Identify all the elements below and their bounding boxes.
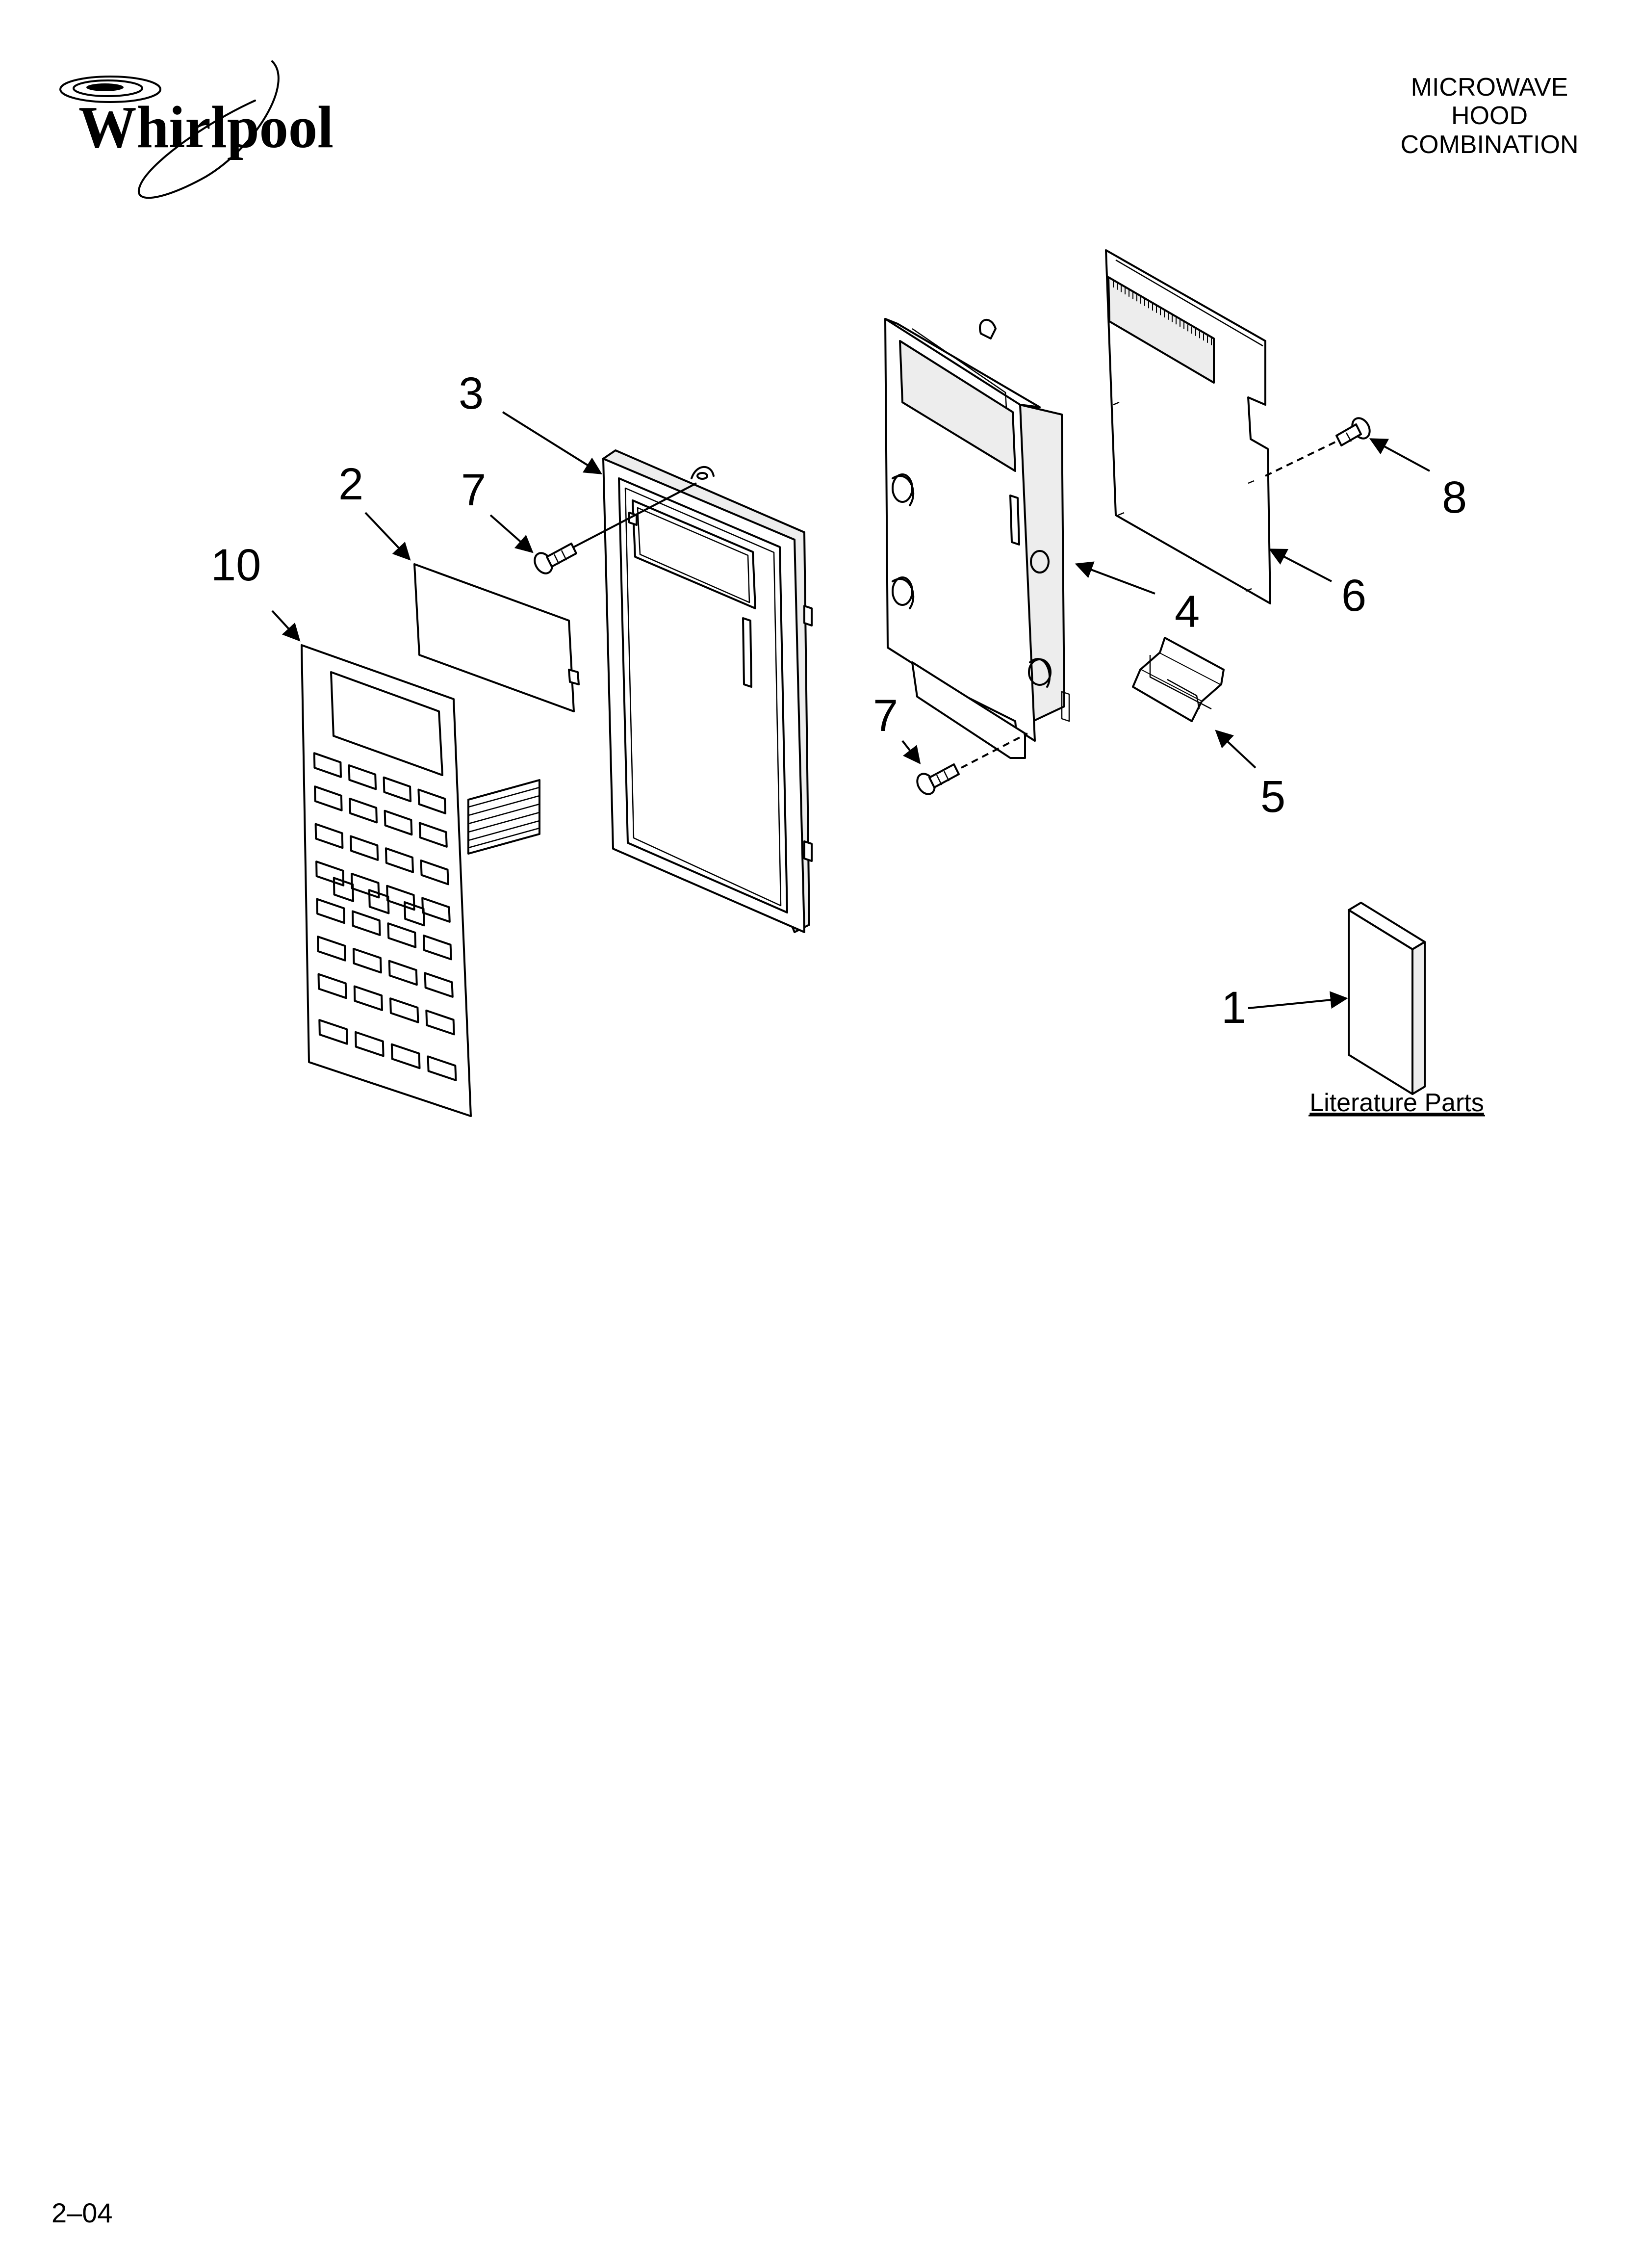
label-part-2: 2 — [338, 459, 363, 509]
keypad-key-3 — [383, 776, 412, 803]
keypad-key-11 — [385, 847, 414, 873]
keypad-key-6 — [349, 798, 378, 824]
part-4-control-bracket — [884, 318, 1070, 759]
keypad-key-20 — [422, 935, 452, 961]
keypad-key-25 — [317, 973, 347, 999]
part-10-keypad-overlay — [301, 644, 540, 1117]
label-part-4: 4 — [1175, 587, 1200, 637]
whirlpool-logo: Whirlpool — [59, 60, 334, 199]
label-part-1: 1 — [1221, 983, 1246, 1033]
part-7-screw-left — [534, 482, 697, 574]
title-line-2: HOOD — [1451, 102, 1528, 130]
keypad-key-7 — [384, 809, 413, 836]
keypad-key-30 — [355, 1031, 385, 1057]
ribbon-cable — [467, 779, 540, 855]
keypad-key-27 — [389, 997, 419, 1023]
part-3-control-panel-frame — [602, 449, 813, 933]
keypad-key-19 — [387, 922, 417, 948]
title-line-1: MICROWAVE — [1411, 73, 1568, 102]
keypad-key-18 — [352, 910, 381, 936]
keypad-key-13 — [315, 860, 345, 886]
keypad-key-10 — [350, 835, 379, 861]
keypad-key-9 — [314, 823, 344, 849]
connector-pins — [1113, 281, 1212, 345]
brand-wordmark: Whirlpool — [78, 94, 334, 160]
label-part-5: 5 — [1260, 772, 1285, 822]
part-5-clip — [1132, 637, 1225, 722]
leader-lines — [271, 411, 1430, 1009]
label-part-7-left: 7 — [461, 465, 486, 515]
keypad-key-24 — [424, 972, 454, 998]
keypad-key-2 — [348, 764, 377, 790]
keypad-key-33 — [333, 877, 355, 902]
part-1-literature — [1348, 902, 1426, 1095]
label-part-3: 3 — [459, 368, 484, 418]
keypad-key-5 — [314, 785, 343, 811]
part-8-screw — [1265, 417, 1371, 477]
keypad-key-31 — [390, 1043, 421, 1069]
keypad-key-34 — [368, 889, 390, 914]
label-part-7-bottom: 7 — [873, 691, 898, 741]
keypad-key-22 — [352, 948, 382, 974]
label-part-8: 8 — [1442, 472, 1467, 522]
keypad-key-21 — [317, 936, 346, 962]
keypad-key-35 — [404, 901, 425, 927]
swirl-icon — [59, 60, 280, 199]
keypad-key-32 — [427, 1055, 457, 1081]
keypad-key-12 — [420, 860, 449, 886]
keypad-keys — [313, 752, 457, 1081]
part-labels: 3 2 7 10 4 6 8 5 7 1 — [211, 368, 1467, 1033]
keypad-key-28 — [425, 1009, 455, 1036]
part-2-display-lens — [413, 563, 580, 712]
keypad-key-17 — [316, 898, 345, 924]
keypad-key-8 — [418, 822, 448, 848]
part-6-control-board — [1105, 249, 1271, 604]
part-7-screw-bottom — [916, 732, 1028, 795]
keypad-key-26 — [353, 985, 383, 1011]
keypad-key-23 — [388, 960, 418, 986]
literature-parts-label: Literature Parts — [1309, 1089, 1484, 1117]
keypad-key-4 — [417, 788, 447, 814]
title-line-3: COMBINATION — [1400, 130, 1578, 159]
label-part-10: 10 — [211, 540, 261, 590]
keypad-key-1 — [313, 752, 342, 778]
keypad-key-29 — [318, 1019, 348, 1045]
label-part-6: 6 — [1341, 571, 1366, 621]
page-code: 2–04 — [51, 2197, 113, 2228]
header-title: MICROWAVE HOOD COMBINATION — [1400, 73, 1578, 159]
